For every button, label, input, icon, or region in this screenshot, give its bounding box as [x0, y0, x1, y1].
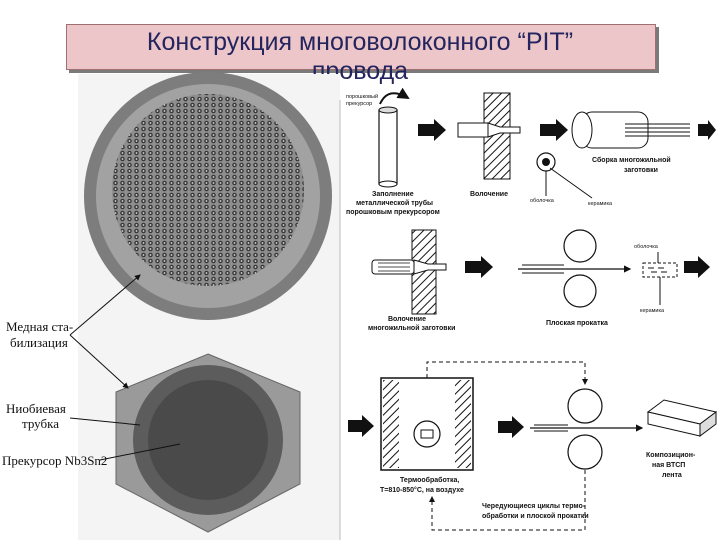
hexagon-cross-section: [115, 353, 301, 533]
pointer-niobium: [69, 417, 141, 426]
label-niobium-2: трубка: [22, 416, 59, 431]
label-heat-2: T=810-850°С, на воздухе: [380, 486, 464, 494]
pointer-copper-hex: [69, 334, 129, 389]
label-powder-2: прекурсор: [346, 101, 372, 107]
wire-cross-section-1: [536, 152, 593, 199]
arrow-4: [684, 256, 710, 278]
label-filling-2: металлической трубы: [356, 199, 433, 207]
label-assembly-1: Сборка многожильной: [592, 156, 671, 164]
label-precursor: Прекурсор Nb3Sn2: [2, 453, 107, 468]
label-drawing-2-1: Волочение: [388, 316, 426, 323]
label-flat-rolling: Плоская прокатка: [546, 320, 608, 327]
step-rolling-2: [530, 388, 644, 470]
arrow-1: [418, 119, 446, 141]
cycle-arrows: [426, 361, 588, 531]
title-box: [66, 24, 656, 70]
arrow-5: [498, 416, 524, 438]
pointer-copper-top: [69, 274, 141, 336]
arrow-6: [348, 415, 374, 437]
label-filling-1: Заполнение: [372, 191, 414, 198]
label-copper-1: Медная ста-: [6, 319, 73, 334]
pointer-precursor: [99, 443, 181, 461]
step-drawing-2: [371, 229, 447, 315]
label-cycle-2: обработки и плоской прокатки: [482, 512, 589, 520]
page-title: Конструкция многоволоконного “PIT” прово…: [66, 28, 654, 86]
composite-tape: [646, 399, 718, 437]
label-drawing-2-2: многожильной заготовки: [368, 324, 455, 332]
step-assembly: [571, 111, 716, 149]
label-composite-3: лента: [662, 472, 682, 479]
label-core-1: керамика: [588, 201, 613, 207]
label-core-2: керамика: [640, 308, 665, 314]
label-niobium-1: Ниобиевая: [6, 401, 66, 416]
label-copper-2: билизация: [10, 335, 68, 350]
label-powder-1: порошковый: [346, 93, 378, 100]
arrow-2: [540, 119, 568, 141]
arrow-3: [465, 256, 493, 278]
label-assembly-2: заготовки: [624, 167, 658, 174]
label-heat-1: Термообработка,: [400, 476, 459, 484]
step-flat-rolling: [518, 229, 632, 308]
title-line-1: Конструкция многоволоконного “PIT”: [146, 28, 574, 56]
step-heat-treatment: [380, 377, 474, 471]
tape-cross-section: [642, 252, 678, 305]
label-filling-3: порошковым прекурсором: [346, 209, 440, 216]
multifilament-cross-section: [84, 72, 332, 320]
label-drawing-1: Волочение: [470, 191, 508, 198]
step-filling: [378, 87, 410, 188]
step-drawing-1: [457, 92, 521, 180]
label-cycle-1: Чередующиеся циклы термо-: [482, 503, 586, 510]
label-sheath-1: оболочка: [530, 198, 555, 204]
label-sheath-2: оболочка: [634, 244, 659, 250]
label-composite-1: Композицион-: [646, 452, 696, 459]
label-composite-2: ная ВТСП: [652, 462, 685, 469]
